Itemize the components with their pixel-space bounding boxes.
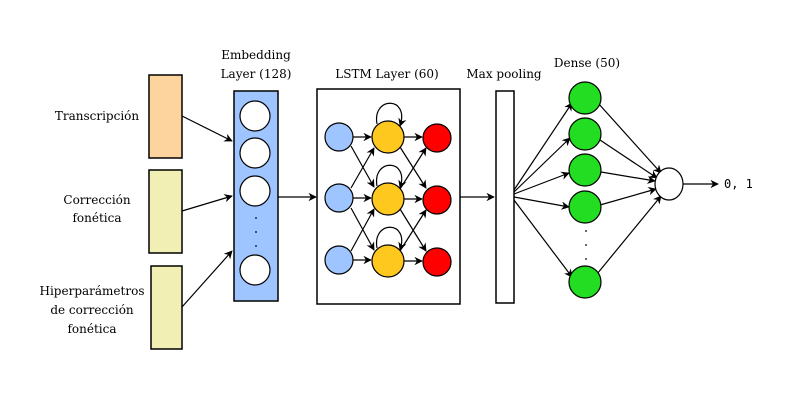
embedding-node xyxy=(239,100,271,132)
input-label-transcription: Transcripción xyxy=(55,109,140,123)
input-label-hyperparams-line2: de corrección xyxy=(50,303,134,317)
input-box-transcription xyxy=(148,74,183,159)
lstm-output-node xyxy=(422,123,452,153)
maxpool-title: Max pooling xyxy=(466,67,542,81)
dense-node xyxy=(568,153,602,187)
lstm-hidden-node xyxy=(371,182,405,216)
ellipsis-dot xyxy=(585,230,587,232)
dense-node xyxy=(568,190,602,224)
ellipsis-dot xyxy=(585,258,587,260)
lstm-output-node xyxy=(422,247,452,277)
lstm-hidden-node xyxy=(371,120,405,154)
output-node xyxy=(654,167,684,201)
embedding-node xyxy=(239,254,271,286)
lstm-title: LSTM Layer (60) xyxy=(335,67,438,81)
dense-output-edges xyxy=(596,102,662,275)
maxpool-box xyxy=(495,90,515,304)
input-label-hyperparams-line1: Hiperparámetros xyxy=(40,284,145,298)
dense-title: Dense (50) xyxy=(554,56,620,70)
dense-node xyxy=(568,117,602,151)
output-label: 0, 1 xyxy=(724,177,753,191)
lstm-output-node xyxy=(422,185,452,215)
lstm-input-node xyxy=(324,183,354,213)
input-box-correction xyxy=(148,169,183,254)
arrow-correction-embedding xyxy=(181,194,233,212)
input-label-correction-line2: fonética xyxy=(72,211,121,225)
embedding-title-line2: Layer (128) xyxy=(221,67,292,81)
lstm-edges xyxy=(350,102,427,266)
ellipsis-dot xyxy=(585,244,587,246)
dense-node xyxy=(568,81,602,115)
input-label-correction-line1: Corrección xyxy=(63,193,130,207)
embedding-node xyxy=(239,137,271,169)
arrow-transcription-embedding xyxy=(181,115,233,142)
ellipsis-dot xyxy=(255,217,257,219)
embedding-node xyxy=(239,175,271,207)
embedding-title-line1: Embedding xyxy=(221,48,291,62)
arrow-hyperparams-embedding xyxy=(181,250,233,308)
lstm-input-node xyxy=(324,245,354,275)
lstm-hidden-node xyxy=(371,244,405,278)
input-label-hyperparams-line3: fonética xyxy=(67,322,116,336)
ellipsis-dot xyxy=(255,231,257,233)
input-box-hyperparams xyxy=(150,265,183,350)
dense-node xyxy=(568,265,602,299)
lstm-input-node xyxy=(324,122,354,152)
ellipsis-dot xyxy=(255,245,257,247)
maxpool-dense-edges xyxy=(513,102,573,278)
